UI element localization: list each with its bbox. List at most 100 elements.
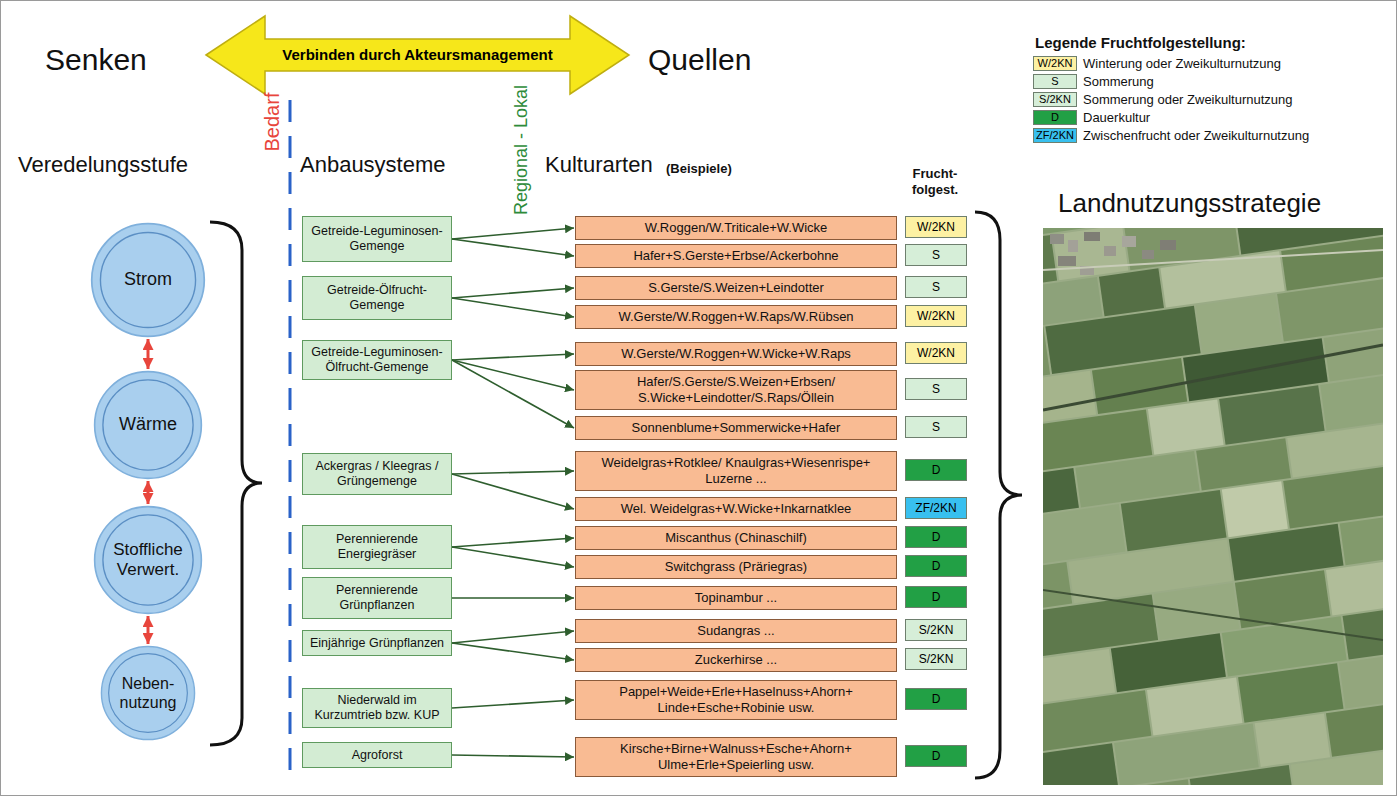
rotation-box: S/2KN: [905, 648, 967, 670]
arrow-outline: [206, 16, 629, 94]
rotation-box: S/2KN: [905, 619, 967, 641]
crop-box: Topinambur ...: [575, 586, 897, 610]
node-text: Wel. Weidelgras+W.Wicke+Inkarnatklee: [621, 501, 852, 517]
circle-inner: [100, 232, 195, 327]
node-text: Agroforst: [352, 748, 403, 763]
rotation-box: D: [905, 586, 967, 608]
double-arrow-connector: [147, 616, 150, 644]
system-box: Getreide-Leguminosen- Gemenge: [302, 216, 452, 262]
crop-box: W.Gerste/W.Roggen+W.Raps/W.Rübsen: [575, 305, 897, 329]
rotation-box: D: [905, 555, 967, 577]
node-text: ZF/2KN: [915, 501, 956, 515]
rotation-box: S: [905, 378, 967, 400]
arrow-connector: [452, 700, 574, 708]
node-text: Verbinden durch Akteursmanagement: [282, 46, 552, 64]
axis-label: Bedarf: [260, 93, 284, 152]
circle-inner: [109, 654, 188, 733]
legend-row: W/2KNWinterung oder Zweikulturnutzung: [1033, 55, 1281, 72]
crop-box: Wel. Weidelgras+W.Wicke+Inkarnatklee: [575, 497, 897, 521]
circle-outer: [92, 224, 205, 337]
node-text: Hafer+S.Gerste+Erbse/Ackerbohne: [633, 248, 838, 264]
node-text: Zuckerhirse ...: [695, 652, 777, 668]
node-text: Strom: [124, 269, 172, 291]
divider-line: [289, 100, 292, 775]
circle-outer: [95, 372, 202, 479]
node-text: Switchgrass (Präriegras): [665, 559, 807, 575]
node-text: W.Gerste/W.Roggen+W.Wicke+W.Raps: [621, 346, 851, 362]
crop-box: Miscanthus (Chinaschilf): [575, 526, 897, 550]
node-text: Einjährige Grünpflanzen: [310, 636, 444, 651]
system-box: Perennierende Grünpflanzen: [302, 577, 452, 619]
column-heading: Kulturarten: [545, 152, 653, 178]
legend-swatch: S/2KN: [1033, 92, 1077, 107]
stage-circle: Neben- nutzung: [100, 645, 196, 741]
legend-code: S/2KN: [1039, 93, 1071, 106]
system-box: Perennierende Energiegräser: [302, 525, 452, 569]
legend-row: ZF/2KNZwischenfrucht oder Zweikulturnutz…: [1033, 127, 1309, 144]
rotation-box: W/2KN: [905, 305, 967, 327]
crop-box: Weidelgras+Rotklee/ Knaulgras+Wiesenrisp…: [575, 451, 897, 491]
column-heading: Veredelungsstufe: [18, 152, 188, 178]
legend-swatch: W/2KN: [1033, 56, 1077, 71]
legend-code: W/2KN: [1038, 57, 1073, 70]
node-text: S: [932, 420, 940, 434]
stage-circle: Strom: [90, 222, 206, 338]
panel-heading: Landnutzungsstrategie: [1058, 188, 1321, 219]
left-brace: [210, 222, 262, 745]
node-text: D: [932, 463, 941, 477]
crop-box: Hafer+S.Gerste+Erbse/Ackerbohne: [575, 244, 897, 268]
arrow-connector: [452, 288, 574, 298]
legend-text: Sommerung oder Zweikulturnutzung: [1083, 92, 1293, 107]
node-text: Sudangras ...: [697, 623, 774, 639]
legend-swatch: S: [1033, 74, 1077, 89]
node-text: Weidelgras+Rotklee/ Knaulgras+Wiesenrisp…: [582, 455, 890, 486]
node-text: Getreide-Leguminosen- Gemenge: [308, 224, 446, 254]
rotation-box: S: [905, 416, 967, 438]
node-text: Perennierende Grünpflanzen: [308, 583, 446, 613]
arrow-connector: [452, 474, 574, 509]
node-text: Ackergras / Kleegras / Grüngemenge: [308, 459, 446, 489]
crop-box: Zuckerhirse ...: [575, 648, 897, 672]
right-brace: [975, 212, 1022, 778]
node-text: Niederwald im Kurzumtrieb bzw. KUP: [308, 693, 446, 723]
node-text: D: [932, 559, 941, 573]
node-text: Topinambur ...: [695, 590, 777, 606]
column-heading: Anbausysteme: [300, 152, 446, 178]
rotation-box: D: [905, 459, 967, 481]
rotation-box: S: [905, 276, 967, 298]
node-text: Miscanthus (Chinaschilf): [665, 530, 807, 546]
system-box: Getreide-Leguminosen- Ölfrucht-Gemenge: [302, 340, 452, 380]
side-title: Quellen: [648, 42, 751, 78]
system-box: Einjährige Grünpflanzen: [302, 630, 452, 656]
arrow-connector: [452, 755, 574, 757]
double-arrow-connector: [147, 481, 150, 504]
node-text: Perennierende Energiegräser: [308, 532, 446, 562]
node-text: S: [932, 248, 940, 262]
crop-box: S.Gerste/S.Weizen+Leindotter: [575, 276, 897, 300]
legend-swatch: D: [1033, 110, 1077, 125]
legend-text: Zwischenfrucht oder Zweikulturnutzung: [1083, 128, 1309, 143]
arrow-connector: [452, 360, 574, 428]
node-text: D: [932, 692, 941, 706]
system-box: Ackergras / Kleegras / Grüngemenge: [302, 453, 452, 495]
arrow-connector: [452, 631, 574, 643]
node-text: W.Roggen/W.Triticale+W.Wicke: [645, 220, 828, 236]
column-heading: Frucht- folgest.: [902, 166, 968, 197]
circle-shape: [100, 645, 196, 741]
crop-box: Kirsche+Birne+Walnuss+Esche+Ahorn+ Ulme+…: [575, 737, 897, 777]
arrow-connector: [452, 547, 574, 567]
legend-row: DDauerkultur: [1033, 109, 1150, 126]
rotation-box: D: [905, 745, 967, 767]
stage-circle: Wärme: [93, 370, 203, 480]
rotation-box: ZF/2KN: [905, 497, 967, 519]
arrow-connector: [452, 228, 574, 239]
node-text: W/2KN: [917, 309, 955, 323]
node-text: W/2KN: [917, 346, 955, 360]
node-text: Pappel+Weide+Erle+Haselnuss+Ahorn+ Linde…: [582, 684, 890, 715]
legend-code: D: [1051, 111, 1059, 124]
rotation-box: W/2KN: [905, 216, 967, 238]
axis-label: Regional - Lokal: [511, 85, 533, 215]
node-text: Getreide-Ölfrucht- Gemenge: [308, 283, 446, 313]
